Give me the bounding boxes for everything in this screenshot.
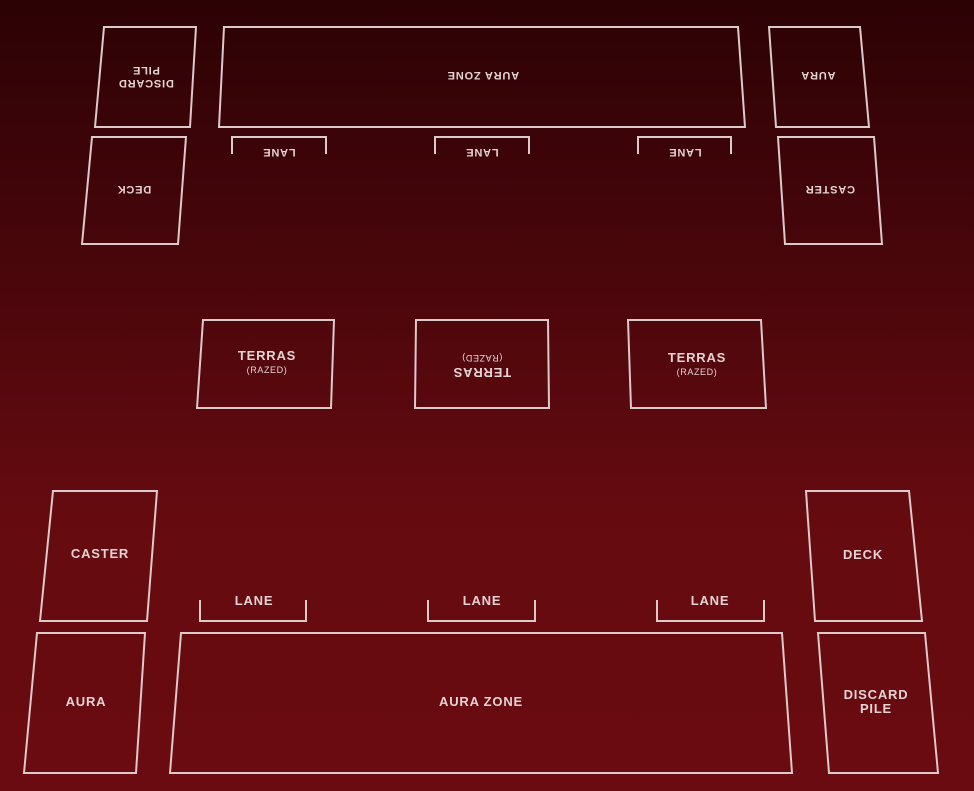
opponent-caster-zone[interactable]: CASTER: [776, 136, 884, 245]
player-discard-label-line1: DISCARD: [844, 687, 909, 702]
opponent-lane-1-label: LANE: [262, 146, 295, 158]
opponent-lane-2-label: LANE: [465, 146, 498, 158]
player-caster-zone[interactable]: CASTER: [38, 490, 159, 622]
opponent-lane-1[interactable]: LANE: [231, 136, 327, 158]
player-lane-1-label: LANE: [235, 593, 274, 608]
terras-right-status: (RAZED): [677, 367, 718, 377]
player-discard-pile-zone[interactable]: DISCARD PILE: [816, 632, 940, 774]
player-deck-zone[interactable]: DECK: [804, 490, 924, 622]
player-lane-3[interactable]: LANE: [656, 593, 765, 622]
player-lane-1[interactable]: LANE: [199, 593, 307, 622]
player-discard-label-line2: PILE: [860, 701, 892, 716]
opponent-aura-label: AURA: [801, 69, 836, 81]
terras-zone-left[interactable]: TERRAS (RAZED): [195, 319, 336, 409]
player-lane-2-label: LANE: [463, 593, 502, 608]
opponent-caster-label: CASTER: [805, 183, 855, 195]
terras-right-name: TERRAS: [668, 350, 726, 365]
opponent-discard-label-line2: PILE: [132, 64, 160, 76]
opponent-deck-label: DECK: [117, 183, 151, 195]
opponent-discard-pile-zone[interactable]: DISCARD PILE: [93, 26, 198, 128]
terras-center-status: (RAZED): [462, 353, 503, 363]
terras-zone-right[interactable]: TERRAS (RAZED): [626, 319, 768, 409]
opponent-aura-zone-card[interactable]: AURA: [767, 26, 871, 128]
player-caster-label: CASTER: [71, 546, 129, 561]
player-deck-label: DECK: [843, 547, 883, 562]
opponent-lane-3-label: LANE: [668, 146, 701, 158]
terras-left-status: (RAZED): [247, 365, 288, 375]
player-aura-card[interactable]: AURA: [22, 632, 147, 774]
opponent-lane-3[interactable]: LANE: [637, 136, 732, 158]
player-lane-3-label: LANE: [691, 593, 730, 608]
player-lane-2[interactable]: LANE: [427, 593, 536, 622]
terras-center-name: TERRAS: [453, 365, 511, 380]
opponent-deck-zone[interactable]: DECK: [80, 136, 188, 245]
terras-zone-center[interactable]: TERRAS (RAZED): [413, 319, 551, 409]
opponent-lane-2[interactable]: LANE: [434, 136, 530, 158]
opponent-aura-zone-label: AURA ZONE: [447, 69, 519, 81]
terras-left-name: TERRAS: [238, 348, 296, 363]
opponent-aura-zone[interactable]: AURA ZONE: [217, 26, 747, 128]
player-aura-zone[interactable]: AURA ZONE: [168, 632, 794, 774]
player-aura-zone-label: AURA ZONE: [439, 694, 523, 709]
player-aura-label: AURA: [66, 694, 107, 709]
opponent-discard-label-line1: DISCARD: [118, 77, 174, 89]
